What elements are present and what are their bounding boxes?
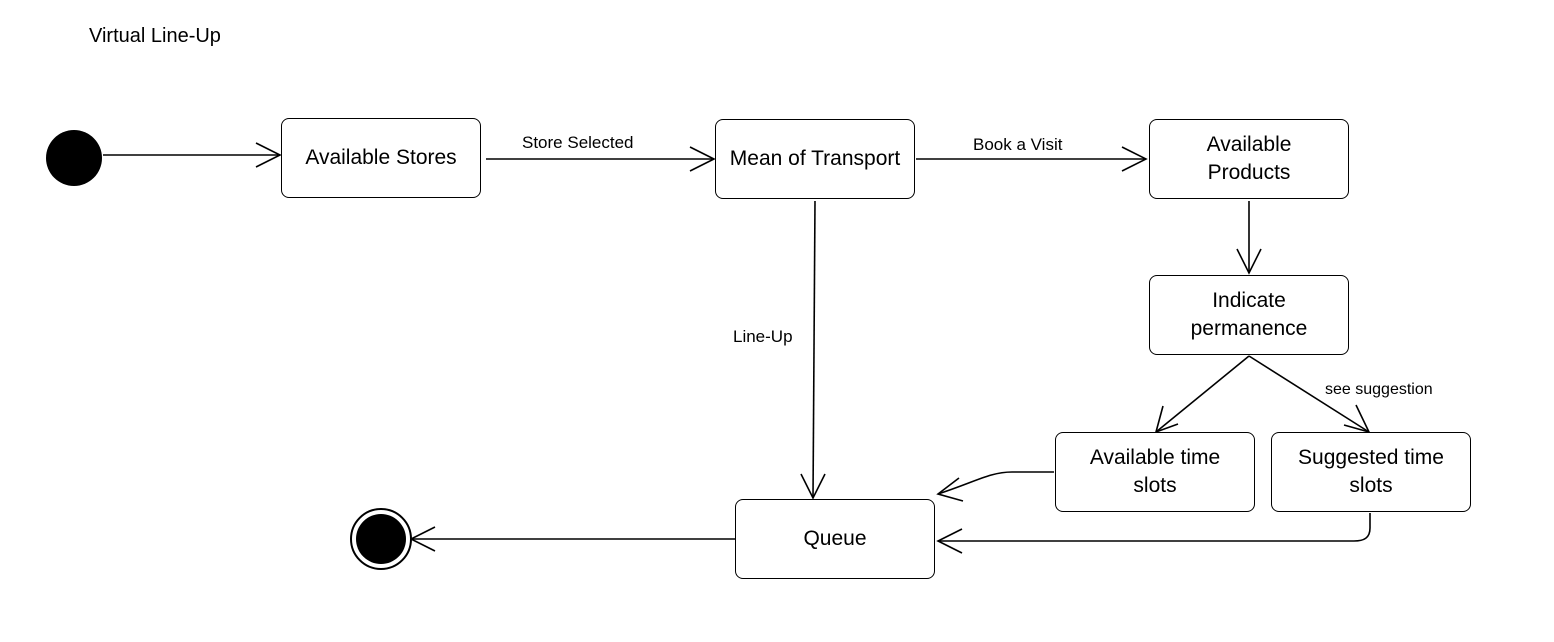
arrowhead-stores-to-transport: [689, 146, 716, 172]
arrowhead-permanence-to-available-slots: [1154, 405, 1179, 434]
arrowhead-products-to-permanence: [1236, 248, 1262, 275]
state-mean-of-transport: Mean of Transport: [715, 119, 915, 199]
state-available-products-label: Available Products: [1206, 133, 1292, 184]
arrowhead-transport-to-queue: [800, 473, 826, 500]
transition-label-line-up: Line-Up: [733, 327, 793, 347]
arrowhead-suggested-slots-to-queue: [936, 528, 963, 554]
state-available-time-slots-label: Available time slots: [1089, 446, 1221, 497]
state-available-time-slots: Available time slots: [1055, 432, 1255, 512]
state-available-stores-label: Available Stores: [305, 146, 457, 169]
state-queue: Queue: [735, 499, 935, 579]
state-indicate-permanence-label: Indicate permanence: [1190, 289, 1308, 340]
arrow-permanence-to-suggested-slots: [1248, 355, 1370, 433]
transition-label-see-suggestion: see suggestion: [1325, 381, 1433, 398]
arrow-available-slots-to-queue: [937, 471, 1054, 495]
state-indicate-permanence: Indicate permanence: [1149, 275, 1349, 355]
state-mean-of-transport-label: Mean of Transport: [729, 147, 901, 170]
arrowhead-transport-to-products: [1121, 146, 1148, 172]
transition-label-book-a-visit: Book a Visit: [973, 135, 1063, 155]
final-state-dot: [356, 514, 406, 564]
diagram-title: Virtual Line-Up: [89, 25, 221, 47]
arrow-suggested-slots-to-queue: [938, 513, 1371, 542]
state-suggested-time-slots-label: Suggested time slots: [1298, 446, 1444, 497]
initial-state-node: [46, 130, 102, 186]
arrowhead-available-slots-to-queue: [936, 477, 964, 502]
state-queue-label: Queue: [803, 527, 867, 550]
arrow-permanence-to-available-slots: [1155, 355, 1250, 433]
arrow-transport-to-queue: [812, 200, 816, 499]
state-available-stores: Available Stores: [281, 118, 481, 198]
state-available-products: Available Products: [1149, 119, 1349, 199]
state-suggested-time-slots: Suggested time slots: [1271, 432, 1471, 512]
transition-label-store-selected: Store Selected: [522, 133, 634, 153]
arrowhead-start-to-stores: [255, 142, 282, 168]
